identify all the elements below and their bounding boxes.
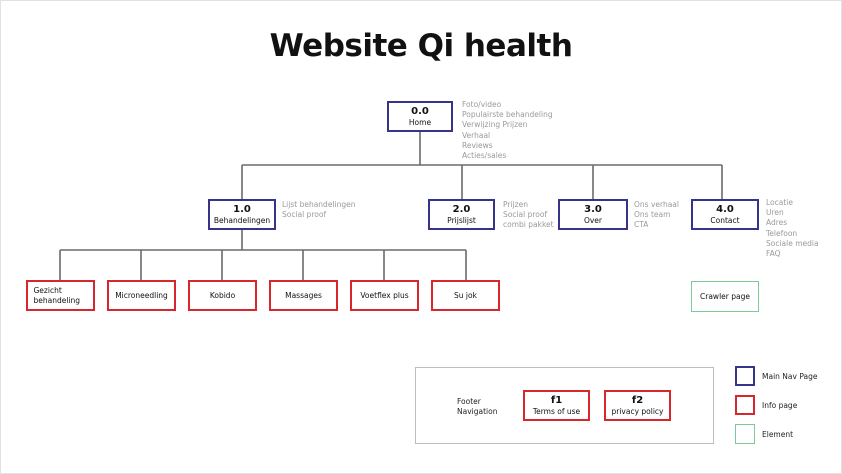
node-prijslijst-number: 2.0: [452, 203, 471, 215]
footer-label-line: Navigation: [457, 407, 498, 416]
home-note: Verhaal: [462, 130, 491, 140]
prijslijst-note: Prijzen: [503, 200, 528, 209]
contact-note: Sociale media: [766, 238, 819, 248]
behandelingen-note: Lijst behandelingen: [282, 200, 356, 209]
treatment-label: Su jok: [454, 290, 477, 300]
behandelingen-note: Social proof: [282, 210, 327, 220]
footer-privacy-number: f2: [631, 394, 644, 406]
treatment-label: Kobido: [209, 290, 236, 300]
node-over-number: 3.0: [584, 203, 602, 215]
node-home-number: 0.0: [411, 105, 429, 117]
node-treatment-voetflex: Voetflex plus: [350, 280, 419, 311]
footer-navigation-label: Footer Navigation: [457, 397, 497, 417]
home-notes: Foto/video Populairste behandeling Verwi…: [462, 100, 553, 161]
prijslijst-notes: Prijzen Social proof combi pakket: [503, 200, 554, 231]
treatment-label: Voetflex plus: [360, 290, 409, 300]
legend-swatch-element: [735, 424, 755, 444]
node-home: 0.0 Home: [387, 101, 453, 132]
node-home-label: Home: [408, 117, 432, 127]
node-over: 3.0 Over: [558, 199, 628, 230]
over-note: Ons verhaal: [634, 200, 679, 209]
footer-terms-label: Terms of use: [532, 406, 581, 416]
over-note: CTA: [634, 220, 649, 230]
treatment-label: Gezicht behandeling: [33, 285, 81, 305]
node-behandelingen: 1.0 Behandelingen: [208, 199, 276, 230]
contact-note: Telefoon: [766, 228, 798, 238]
home-note: Verwijzing Prijzen: [462, 120, 528, 130]
home-note: Reviews: [462, 140, 493, 150]
node-contact: 4.0 Contact: [691, 199, 759, 230]
node-contact-number: 4.0: [716, 203, 734, 215]
node-prijslijst-label: Prijslijst: [447, 215, 476, 225]
over-notes: Ons verhaal Ons team CTA: [634, 200, 679, 231]
home-note: Populairste behandeling: [462, 110, 553, 120]
legend-swatch-info: [735, 395, 755, 415]
node-behandelingen-number: 1.0: [233, 203, 251, 215]
contact-notes: Locatie Uren Adres Telefoon Sociale medi…: [766, 198, 819, 259]
node-treatment-massages: Massages: [269, 280, 338, 311]
node-crawler-page: Crawler page: [691, 281, 759, 312]
treatment-label: Microneedling: [115, 290, 168, 300]
node-behandelingen-label: Behandelingen: [213, 215, 271, 225]
legend-label-element: Element: [762, 430, 794, 439]
legend-swatch-nav: [735, 366, 755, 386]
node-contact-label: Contact: [710, 215, 740, 225]
node-footer-terms: f1 Terms of use: [523, 390, 590, 421]
node-prijslijst: 2.0 Prijslijst: [428, 199, 495, 230]
footer-navigation-box: [415, 367, 714, 444]
crawler-label: Crawler page: [700, 291, 750, 301]
treatment-label: Massages: [285, 290, 322, 300]
footer-privacy-label: privacy policy: [611, 406, 664, 416]
node-treatment-kobido: Kobido: [188, 280, 257, 311]
footer-label-line: Footer: [457, 397, 481, 406]
contact-note: Uren: [766, 208, 784, 218]
contact-note: Adres: [766, 218, 788, 228]
prijslijst-note: Social proof: [503, 210, 548, 220]
node-over-label: Over: [583, 215, 603, 225]
diagram-title: Website Qi health: [269, 28, 573, 64]
over-note: Ons team: [634, 210, 671, 220]
behandelingen-notes: Lijst behandelingen Social proof: [282, 200, 355, 220]
prijslijst-note: combi pakket: [503, 220, 554, 230]
contact-note: FAQ: [766, 248, 781, 258]
node-treatment-microneedling: Microneedling: [107, 280, 176, 311]
footer-terms-number: f1: [550, 394, 563, 406]
legend-label-nav: Main Nav Page: [762, 372, 818, 381]
node-treatment-sujok: Su jok: [431, 280, 500, 311]
node-treatment-gezicht: Gezicht behandeling: [26, 280, 95, 311]
home-note: Acties/sales: [462, 150, 507, 160]
legend-label-info: Info page: [762, 401, 798, 410]
contact-note: Locatie: [766, 198, 793, 207]
node-footer-privacy: f2 privacy policy: [604, 390, 671, 421]
home-note: Foto/video: [462, 100, 502, 109]
